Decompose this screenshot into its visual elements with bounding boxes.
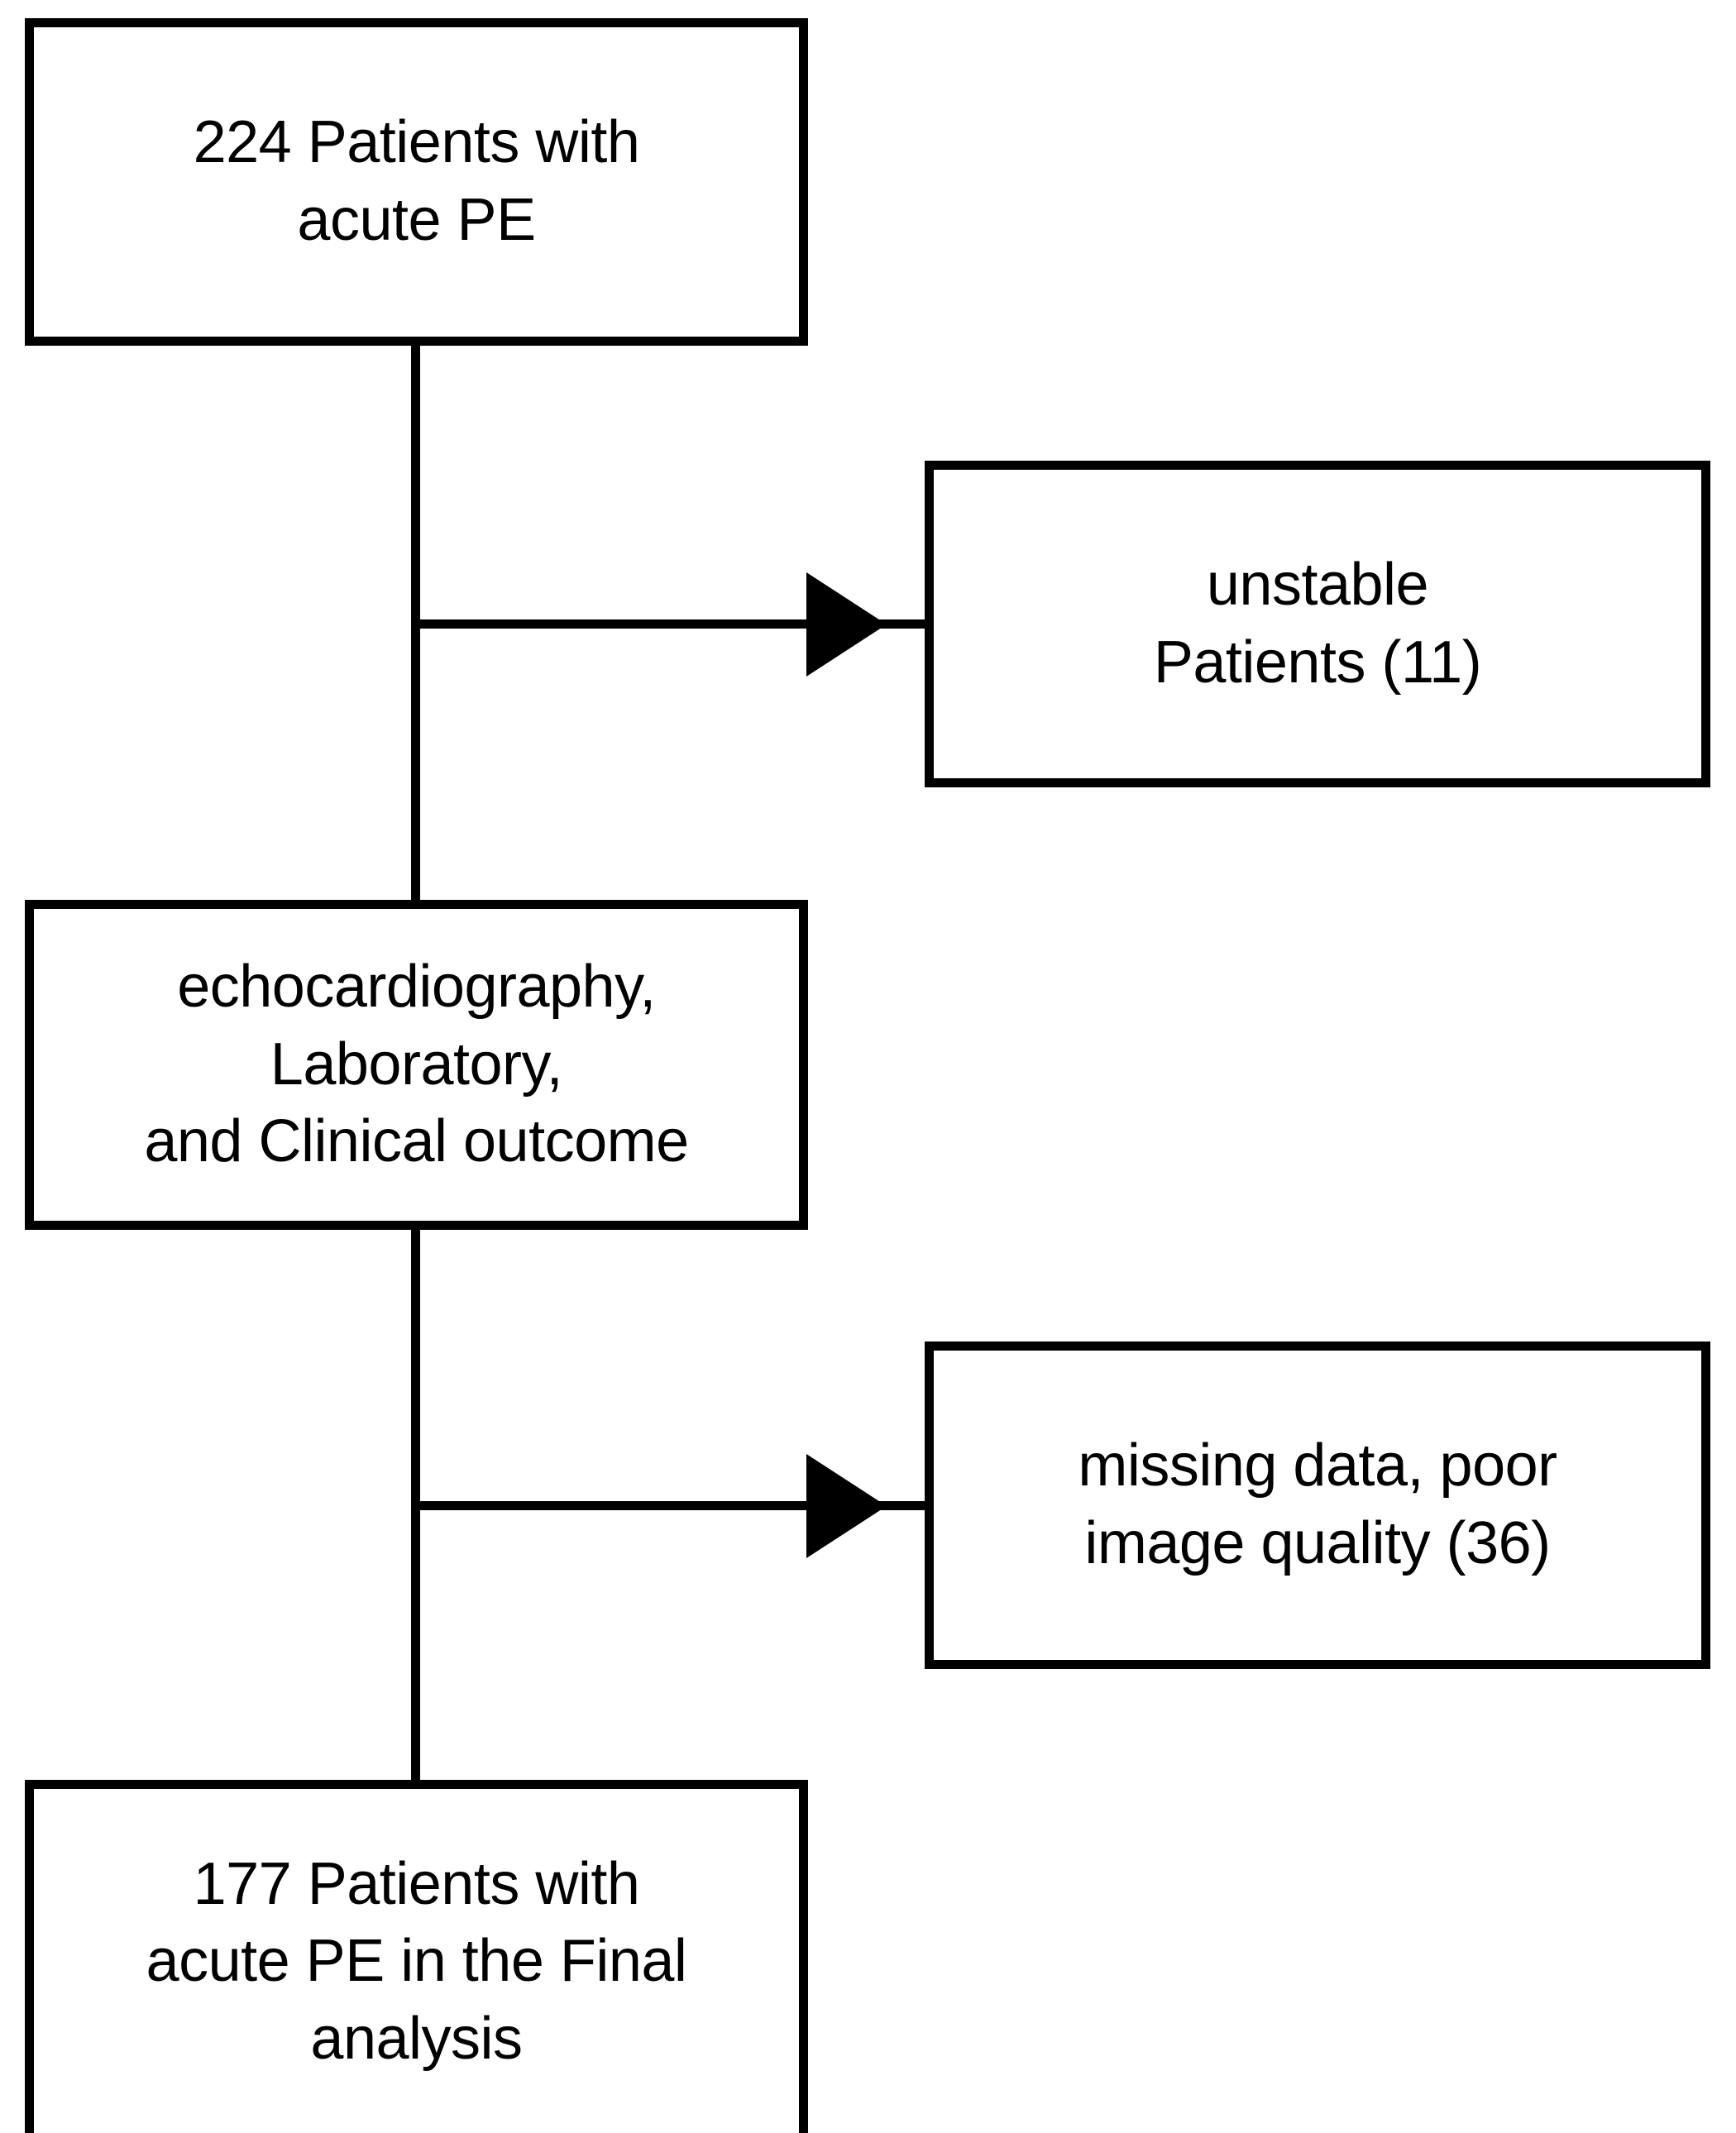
- node-excluded-unstable-label: unstable Patients (11): [1153, 551, 1482, 696]
- node-assessment-step: echocardiography, Laboratory, and Clinic…: [25, 900, 808, 1230]
- connector-cohort-to-unstable-line: [415, 619, 1069, 629]
- arrow-right-icon: [806, 572, 887, 677]
- arrow-right-icon: [806, 1454, 887, 1558]
- node-excluded-unstable: unstable Patients (11): [925, 461, 1710, 787]
- node-final-analysis-cohort: 177 Patients with acute PE in the Final …: [25, 1780, 808, 2133]
- node-initial-cohort-label: 224 Patients with acute PE: [193, 109, 640, 253]
- connector-assessment-to-excluded-line: [415, 1501, 1069, 1510]
- node-initial-cohort: 224 Patients with acute PE: [25, 18, 808, 346]
- node-excluded-data-quality-label: missing data, poor image quality (36): [1078, 1432, 1557, 1576]
- node-excluded-data-quality: missing data, poor image quality (36): [925, 1341, 1710, 1669]
- node-final-analysis-cohort-label: 177 Patients with acute PE in the Final …: [146, 1850, 687, 2072]
- node-assessment-step-label: echocardiography, Laboratory, and Clinic…: [144, 954, 689, 1175]
